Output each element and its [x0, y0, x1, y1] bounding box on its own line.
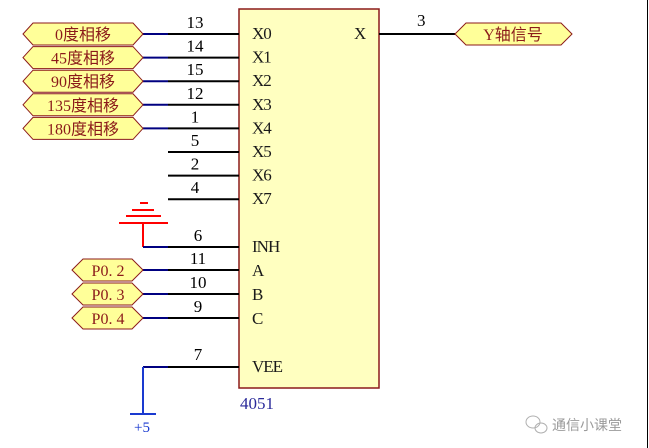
input-pin-x4: 1X4: [143, 107, 273, 137]
wechat-icon: [525, 415, 548, 434]
net-label-text: P0. 3: [92, 287, 125, 304]
select-pin-b: 10B: [143, 273, 264, 304]
net-label-input[interactable]: 135度相移: [22, 93, 144, 117]
net-label-text: P0. 4: [92, 311, 125, 328]
vee-pin-number: 7: [194, 345, 203, 364]
net-label-text: 180度相移: [47, 120, 119, 138]
output-pin-number: 3: [417, 11, 426, 30]
pin-number: 14: [187, 37, 205, 56]
pin-number: 11: [190, 249, 206, 268]
net-label-select[interactable]: P0. 2: [71, 258, 144, 282]
pin-number: 2: [191, 155, 200, 174]
pin-number: 4: [191, 178, 200, 197]
pin-label: X7: [252, 189, 272, 208]
output-pin-label: X: [354, 24, 366, 43]
net-label-text: 0度相移: [55, 26, 111, 44]
chip-4051-body[interactable]: [238, 8, 380, 389]
pin-label: X5: [252, 142, 271, 161]
net-label-text: 90度相移: [51, 73, 115, 91]
pin-label: C: [252, 309, 263, 328]
pin-label: B: [252, 285, 263, 304]
net-label-input[interactable]: 90度相移: [22, 69, 144, 93]
pin-number: 5: [191, 131, 200, 150]
pin-label: X2: [252, 71, 271, 90]
net-label-select[interactable]: P0. 4: [71, 306, 144, 330]
pin-label: X0: [252, 24, 271, 43]
pin-label: X3: [252, 95, 271, 114]
select-net-labels: P0. 2 P0. 3 P0. 4: [71, 258, 144, 330]
net-label-input[interactable]: 0度相移: [22, 22, 144, 46]
vee-pin: 7 VEE +5: [130, 345, 284, 436]
pin-label: X6: [252, 166, 271, 185]
net-label-text: P0. 2: [92, 263, 125, 280]
power-label: +5: [134, 420, 150, 436]
pin-label: X4: [252, 118, 272, 137]
select-pin-a: 11A: [143, 249, 266, 280]
output-pin: X 3: [354, 11, 455, 43]
pin-number: 10: [190, 273, 207, 292]
net-label-output[interactable]: Y轴信号: [454, 22, 573, 46]
input-pin-x7: 4X7: [168, 178, 273, 208]
watermark-text: 通信小课堂: [552, 418, 622, 434]
pin-number: 12: [187, 84, 204, 103]
inh-pin-number: 6: [194, 226, 203, 245]
select-pin-c: 9C: [143, 297, 264, 328]
pin-label: A: [252, 261, 265, 280]
input-net-labels: 0度相移 45度相移 90度相移 135度相移 180度相移: [22, 22, 144, 140]
pin-number: 9: [194, 297, 203, 316]
net-label-output-text: Y轴信号: [483, 26, 543, 44]
inh-pin: 6 INH: [168, 226, 281, 256]
chip-part-number: 4051: [240, 394, 274, 413]
watermark: 通信小课堂: [525, 415, 622, 434]
net-label-input[interactable]: 180度相移: [22, 116, 144, 140]
input-pin-x6: 2X6: [168, 155, 272, 185]
pin-number: 13: [187, 13, 204, 32]
pin-label: X1: [252, 48, 271, 67]
input-pin-x5: 5X5: [168, 131, 272, 161]
net-label-select[interactable]: P0. 3: [71, 282, 144, 306]
ground-symbol: [119, 202, 168, 248]
pin-number: 1: [191, 107, 200, 126]
pin-number: 15: [187, 60, 204, 79]
net-label-input[interactable]: 45度相移: [22, 46, 144, 70]
net-label-text: 135度相移: [47, 97, 119, 115]
net-label-text: 45度相移: [51, 50, 115, 68]
inh-pin-label: INH: [252, 237, 280, 256]
vee-pin-label: VEE: [252, 357, 283, 376]
